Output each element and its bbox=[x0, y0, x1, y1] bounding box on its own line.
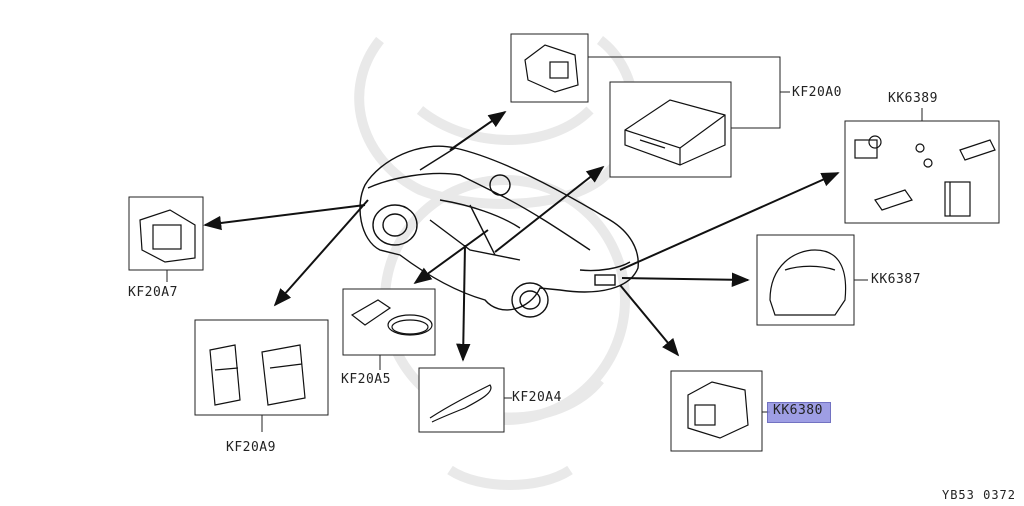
part-label-kf20a4[interactable]: KF20A4 bbox=[512, 390, 562, 405]
part-label-kf20a0[interactable]: KF20A0 bbox=[792, 85, 842, 100]
component-sketches bbox=[139, 44, 996, 439]
part-label-kf20a5[interactable]: KF20A5 bbox=[341, 372, 391, 387]
part-label-kk6389[interactable]: KK6389 bbox=[888, 91, 938, 106]
part-label-kf20a9[interactable]: KF20A9 bbox=[226, 440, 276, 455]
box-kf20a7 bbox=[128, 196, 204, 271]
arrows bbox=[203, 110, 840, 362]
leader-lines bbox=[166, 56, 923, 432]
diagram-code: YB53 0372 bbox=[941, 488, 1016, 502]
box-kk6389 bbox=[844, 120, 1000, 224]
part-label-kf20a7[interactable]: KF20A7 bbox=[128, 285, 178, 300]
part-label-kk6387[interactable]: KK6387 bbox=[871, 272, 921, 287]
car-illustration bbox=[359, 145, 639, 318]
part-label-kk6380[interactable]: KK6380 bbox=[773, 403, 823, 418]
component-boxes bbox=[128, 33, 1000, 452]
selected-part-highlight bbox=[767, 402, 831, 423]
box-kk6387 bbox=[756, 234, 855, 326]
box-kf20a9 bbox=[194, 319, 329, 416]
box-kf20a0-unit bbox=[609, 81, 732, 178]
